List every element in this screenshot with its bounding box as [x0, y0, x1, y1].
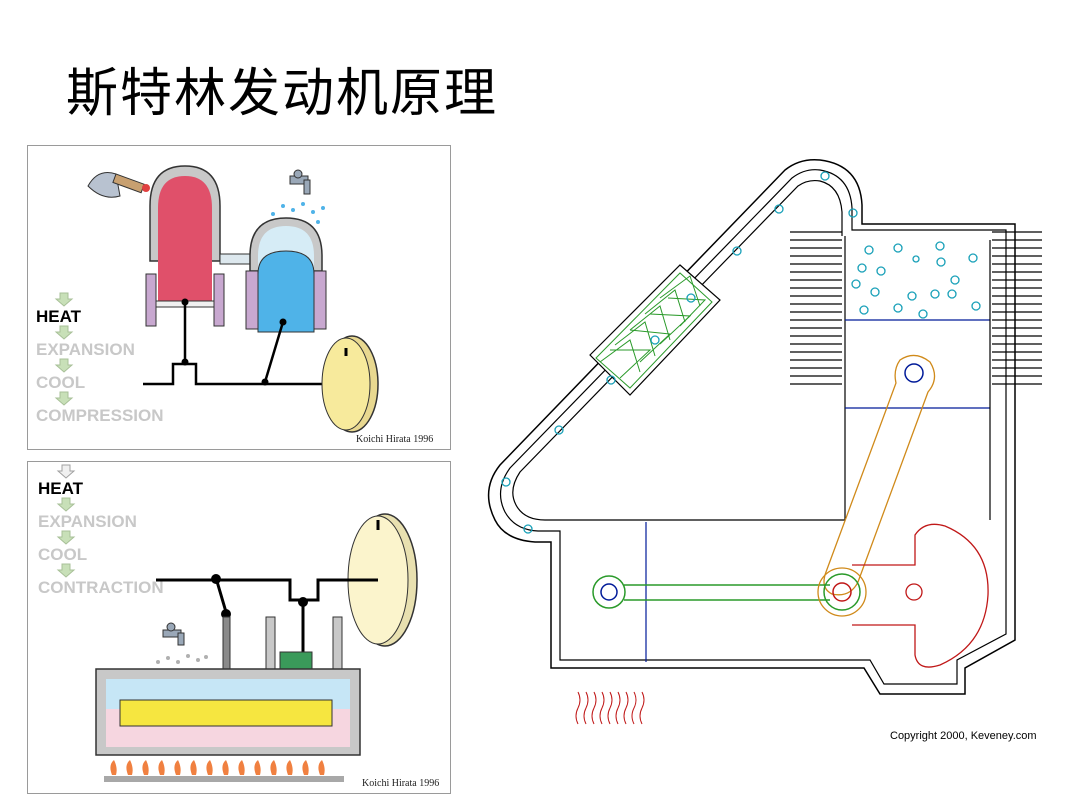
step-label-expansion: EXPANSION — [38, 512, 137, 531]
cooling-fins-left — [790, 231, 842, 385]
step-arrow-icon — [56, 497, 76, 512]
torch-icon — [87, 172, 150, 198]
alpha-engine-panel: HEAT EXPANSION COOL COMPRESSION Koichi H… — [27, 145, 451, 450]
step-label-cool: COOL — [38, 545, 88, 564]
author-credit: Koichi Hirata 1996 — [362, 778, 440, 789]
slide-title: 斯特林发动机原理 — [66, 64, 499, 124]
flywheel — [321, 335, 379, 433]
step-label-heat: HEAT — [38, 479, 84, 498]
step-label-cool: COOL — [36, 373, 86, 392]
flywheel — [347, 513, 418, 647]
author-credit: Koichi Hirata 1996 — [356, 434, 434, 445]
heat-source-icon — [575, 691, 645, 725]
regenerator-mesh — [589, 264, 721, 396]
step-arrow-icon — [56, 464, 76, 479]
piston-rod — [592, 573, 861, 611]
connecting-rod — [823, 354, 936, 596]
displacer-cycle-steps: HEAT EXPANSION COOL CONTRACTION — [38, 464, 164, 596]
step-arrow-icon — [56, 530, 76, 545]
gas-bubbles — [501, 171, 981, 534]
water-tap-icon — [271, 169, 325, 224]
alpha-engine-illustration — [87, 165, 379, 433]
burner-flames — [104, 760, 344, 782]
step-label-expansion: EXPANSION — [36, 340, 135, 359]
displacer-engine-panel: HEAT EXPANSION COOL CONTRACTION Koichi H… — [27, 461, 451, 794]
engine-chamber — [95, 668, 361, 756]
water-tap-icon — [156, 622, 208, 664]
step-arrow-icon — [56, 563, 76, 578]
step-label-heat: HEAT — [36, 307, 82, 326]
cooling-fins-right — [992, 231, 1042, 385]
step-arrow-icon — [54, 358, 74, 373]
copyright-notice: Copyright 2000, Keveney.com — [890, 730, 1037, 742]
step-label-compression: COMPRESSION — [36, 406, 164, 425]
alpha-cycle-steps: HEAT EXPANSION COOL COMPRESSION — [36, 292, 164, 424]
step-arrow-icon — [54, 292, 74, 307]
step-label-contraction: CONTRACTION — [38, 578, 164, 597]
cold-cylinder — [245, 217, 327, 333]
step-arrow-icon — [54, 325, 74, 340]
step-arrow-icon — [54, 391, 74, 406]
crank-disc — [852, 523, 989, 668]
displacer-engine-illustration — [95, 513, 418, 782]
